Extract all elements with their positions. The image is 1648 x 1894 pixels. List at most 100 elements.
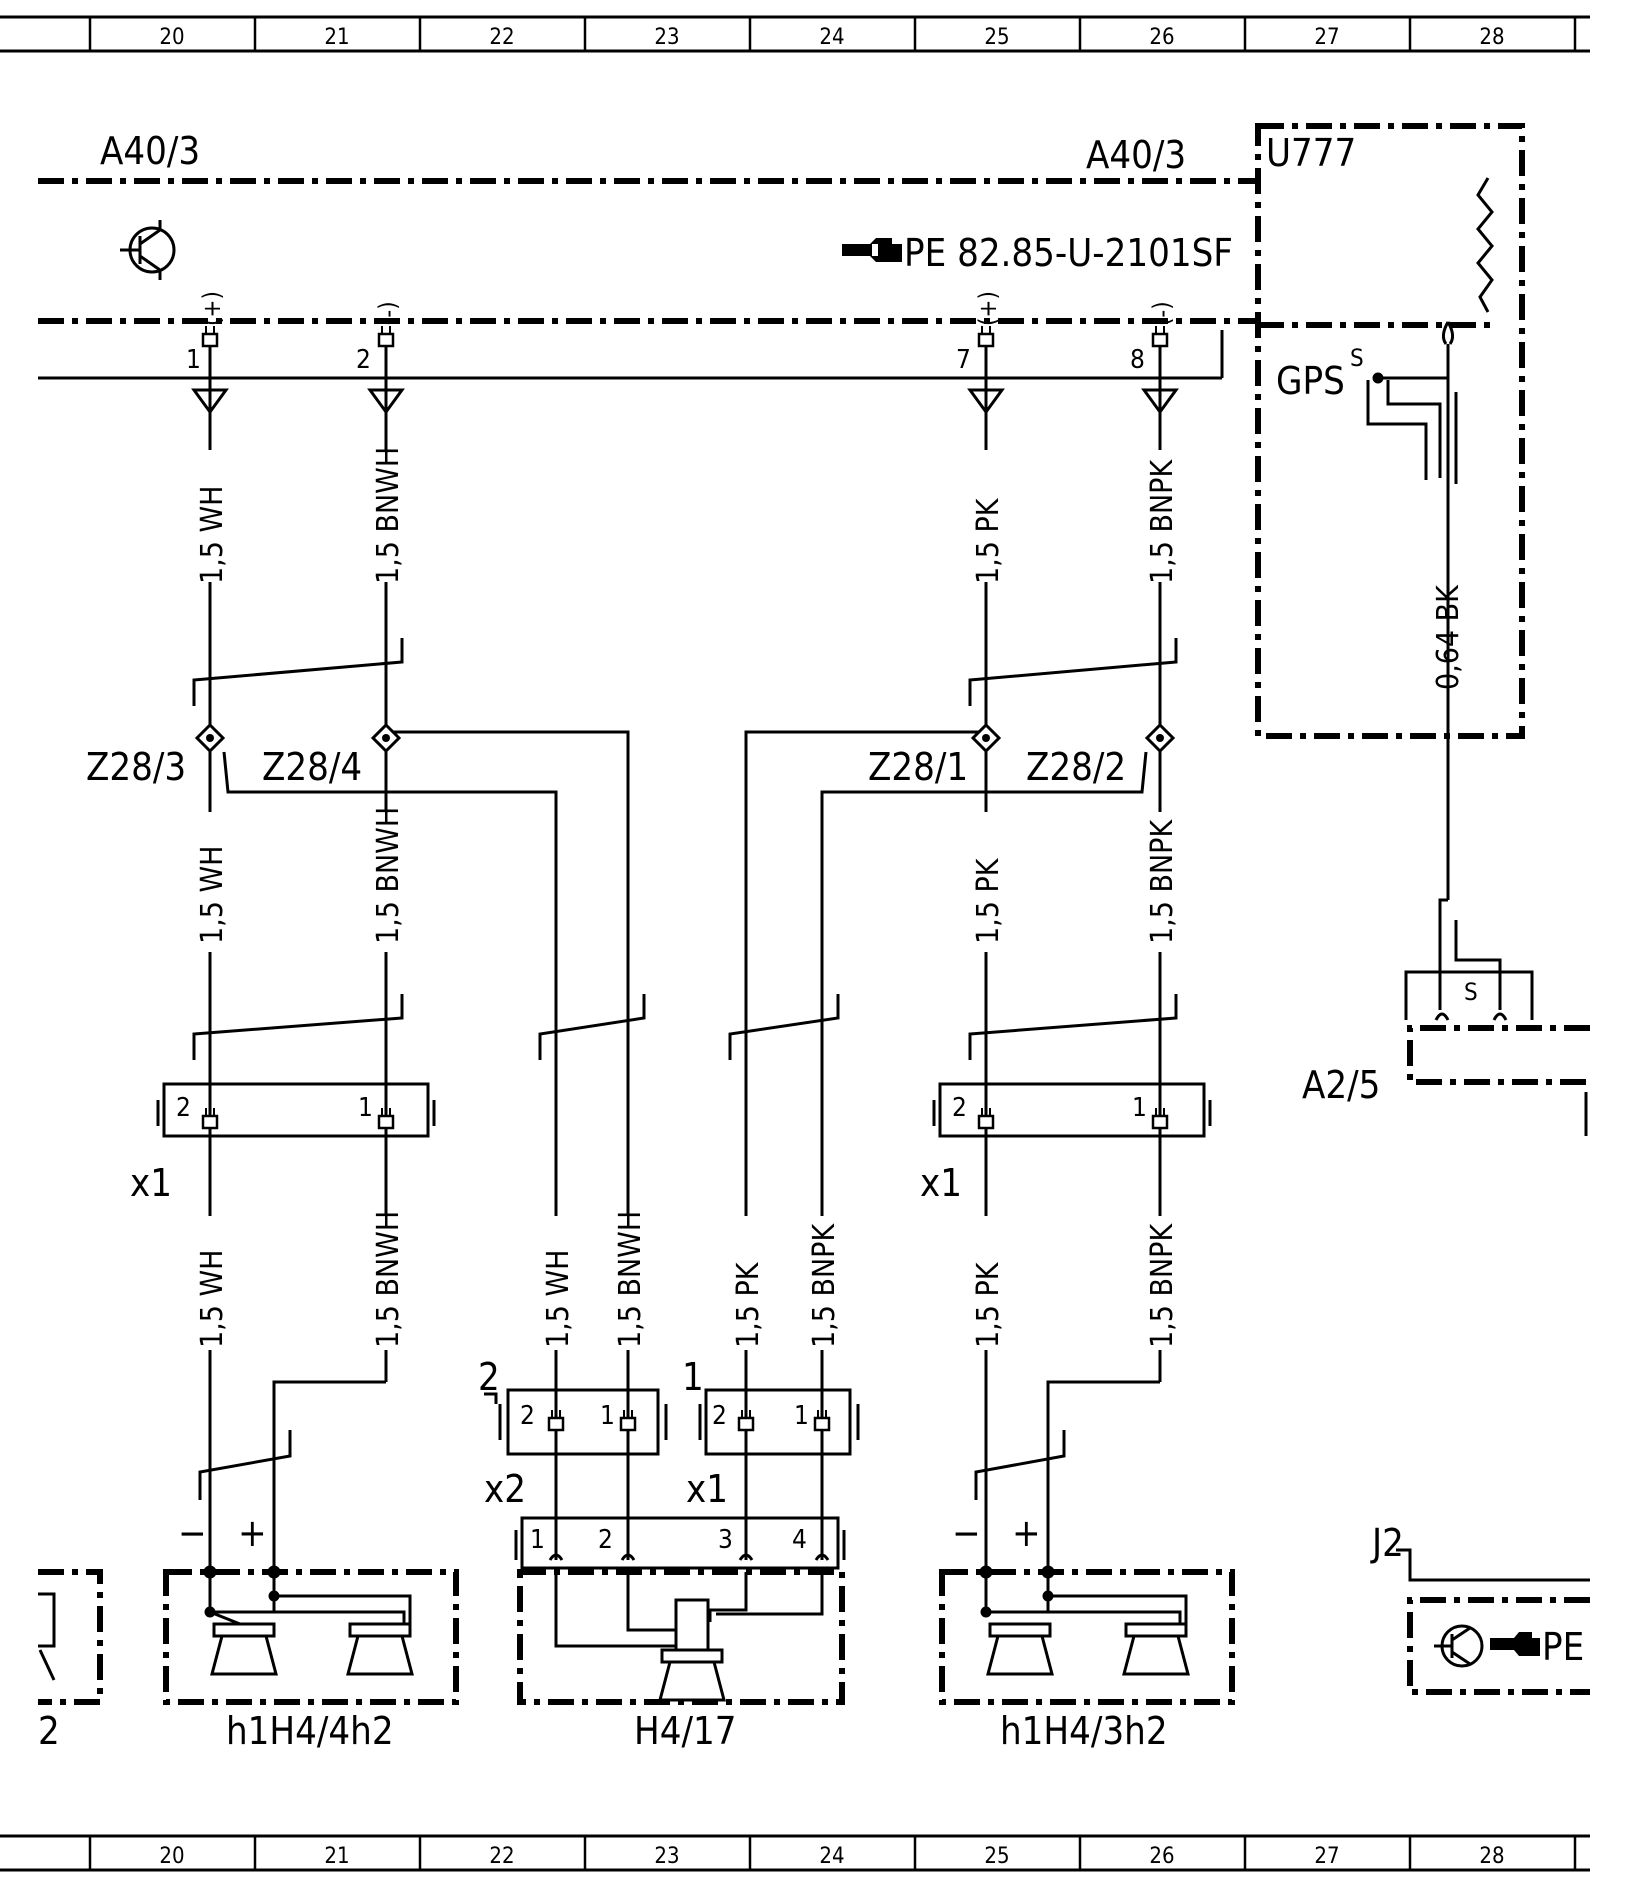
grid-bottom <box>0 1834 1590 1872</box>
grid-number: 25 <box>984 1844 1009 1869</box>
speaker-icon <box>1122 1622 1190 1676</box>
gps-label: GPS <box>1276 359 1345 403</box>
polarity-minus: − <box>952 1511 981 1555</box>
shield-label: S <box>1464 978 1478 1006</box>
connector-label-x1: x1 <box>686 1467 728 1511</box>
connector-label-x2: x2 <box>484 1467 526 1511</box>
grid-number: 20 <box>159 1844 184 1869</box>
a2-5-wiring <box>1404 970 1588 1136</box>
grid-number: 24 <box>819 25 844 50</box>
wire-label-wh: 1,5 WH <box>195 1250 230 1348</box>
connector-pin: 2 <box>952 1093 967 1123</box>
splice-label: Z28/2 <box>1026 745 1126 789</box>
polarity-minus: − <box>178 1511 207 1555</box>
pin-number: 7 <box>956 345 971 375</box>
grid-number: 20 <box>159 25 184 50</box>
grid-number: 28 <box>1479 25 1504 50</box>
splice-label: Z28/3 <box>86 745 186 789</box>
connector-triangles <box>192 388 1178 414</box>
gps-wiring <box>1366 321 1458 736</box>
connector-pin: 1 <box>794 1401 809 1431</box>
wire-label-wh: 1,5 WH <box>541 1250 576 1348</box>
electronic-component-icon <box>120 220 176 280</box>
speaker-icon <box>210 1622 278 1676</box>
speaker-label-center: H4/17 <box>634 1709 736 1753</box>
j2-label: J2 <box>1370 1521 1404 1565</box>
x1-small-connector <box>698 1388 860 1456</box>
wire-label-bk: 0,64 BK <box>1431 584 1466 690</box>
connector-pin: 1 <box>530 1525 545 1555</box>
grid-number: 24 <box>819 1844 844 1869</box>
grid-bottom-numbers: 20 21 22 23 24 25 26 27 28 <box>159 1844 1504 1869</box>
wire-label-bnpk: 1,5 BNPK <box>807 1223 842 1348</box>
wire-label-bnwh: 1,5 BNWH <box>371 447 406 584</box>
grid-number: 21 <box>324 25 349 50</box>
pin-number: 1 <box>186 345 201 375</box>
speaker-fragment <box>38 1592 56 1681</box>
splice-label: Z28/1 <box>868 745 968 789</box>
connector-pin: 4 <box>792 1525 807 1555</box>
j2-wiring <box>1396 1548 1590 1582</box>
speaker-module-right <box>939 1569 1235 1705</box>
shield-label: S <box>1350 344 1364 372</box>
pointing-hand-icon <box>842 238 902 262</box>
connector-group-label: 2 <box>478 1355 500 1399</box>
speaker-module-left <box>163 1569 459 1705</box>
wire-label-wh: 1,5 WH <box>195 846 230 944</box>
speaker-label-left: h1H4/4h2 <box>226 1709 394 1753</box>
pin-polarity: (-) <box>374 301 402 326</box>
x2-connector <box>484 1388 668 1456</box>
wire-label-pk: 1,5 PK <box>971 497 1006 584</box>
connector-pin: 2 <box>520 1401 535 1431</box>
pin-polarity: (-) <box>1148 301 1176 326</box>
splice-label: Z28/4 <box>262 745 362 789</box>
speaker-wiring-right <box>979 1565 1188 1624</box>
grid-number: 23 <box>654 25 679 50</box>
grid-number: 23 <box>654 1844 679 1869</box>
wire-label-wh: 1,5 WH <box>195 486 230 584</box>
grid-number: 28 <box>1479 1844 1504 1869</box>
grid-top-numbers: 20 21 22 23 24 25 26 27 28 <box>159 25 1504 50</box>
wire-label-pk: 1,5 PK <box>971 1261 1006 1348</box>
connector-group-label: 1 <box>682 1355 704 1399</box>
internal-bus <box>38 330 1224 380</box>
a2-5-module <box>1407 1025 1590 1085</box>
a40-module-border <box>38 178 1258 324</box>
grid-number: 22 <box>489 25 514 50</box>
wire-label-pk: 1,5 PK <box>971 857 1006 944</box>
grid-number: 25 <box>984 25 1009 50</box>
polarity-plus: + <box>238 1511 267 1555</box>
pin-polarity: (+) <box>974 291 1002 326</box>
grid-number: 27 <box>1314 25 1339 50</box>
u777-label: U777 <box>1266 131 1356 175</box>
reference-text-2: PE <box>1542 1625 1584 1669</box>
wires <box>208 346 1502 1612</box>
wire-label-bnpk: 1,5 BNPK <box>1145 1223 1180 1348</box>
speaker-label-partial: 2 <box>38 1709 60 1753</box>
speaker-label-right: h1H4/3h2 <box>1000 1709 1168 1753</box>
connector-pin: 2 <box>598 1525 613 1555</box>
x1-connector-right <box>932 1082 1212 1138</box>
wire-label-bnpk: 1,5 BNPK <box>1145 459 1180 584</box>
wire-label-pk: 1,5 PK <box>731 1261 766 1348</box>
connector-label-x1: x1 <box>130 1161 172 1205</box>
antenna-icon <box>1476 177 1494 313</box>
a40-label-right: A40/3 <box>1086 133 1186 177</box>
grid-top <box>0 15 1590 53</box>
pin-polarity: (+) <box>198 291 226 326</box>
pin-number: 2 <box>356 345 371 375</box>
grid-number: 27 <box>1314 1844 1339 1869</box>
wire-label-bnwh: 1,5 BNWH <box>371 1211 406 1348</box>
speaker-module-center <box>517 1569 845 1705</box>
grid-number: 26 <box>1149 1844 1174 1869</box>
speaker-icon <box>658 1648 726 1702</box>
center-connector <box>514 1516 846 1654</box>
electronic-component-icon <box>1434 1624 1484 1668</box>
connector-pin: 3 <box>718 1525 733 1555</box>
a40-label-left: A40/3 <box>100 129 200 173</box>
u777-module-border <box>1255 123 1525 739</box>
reference-text: PE 82.85-U-2101SF <box>904 231 1233 275</box>
connector-pin: 1 <box>1132 1093 1147 1123</box>
x1-connector-left <box>156 1082 436 1138</box>
